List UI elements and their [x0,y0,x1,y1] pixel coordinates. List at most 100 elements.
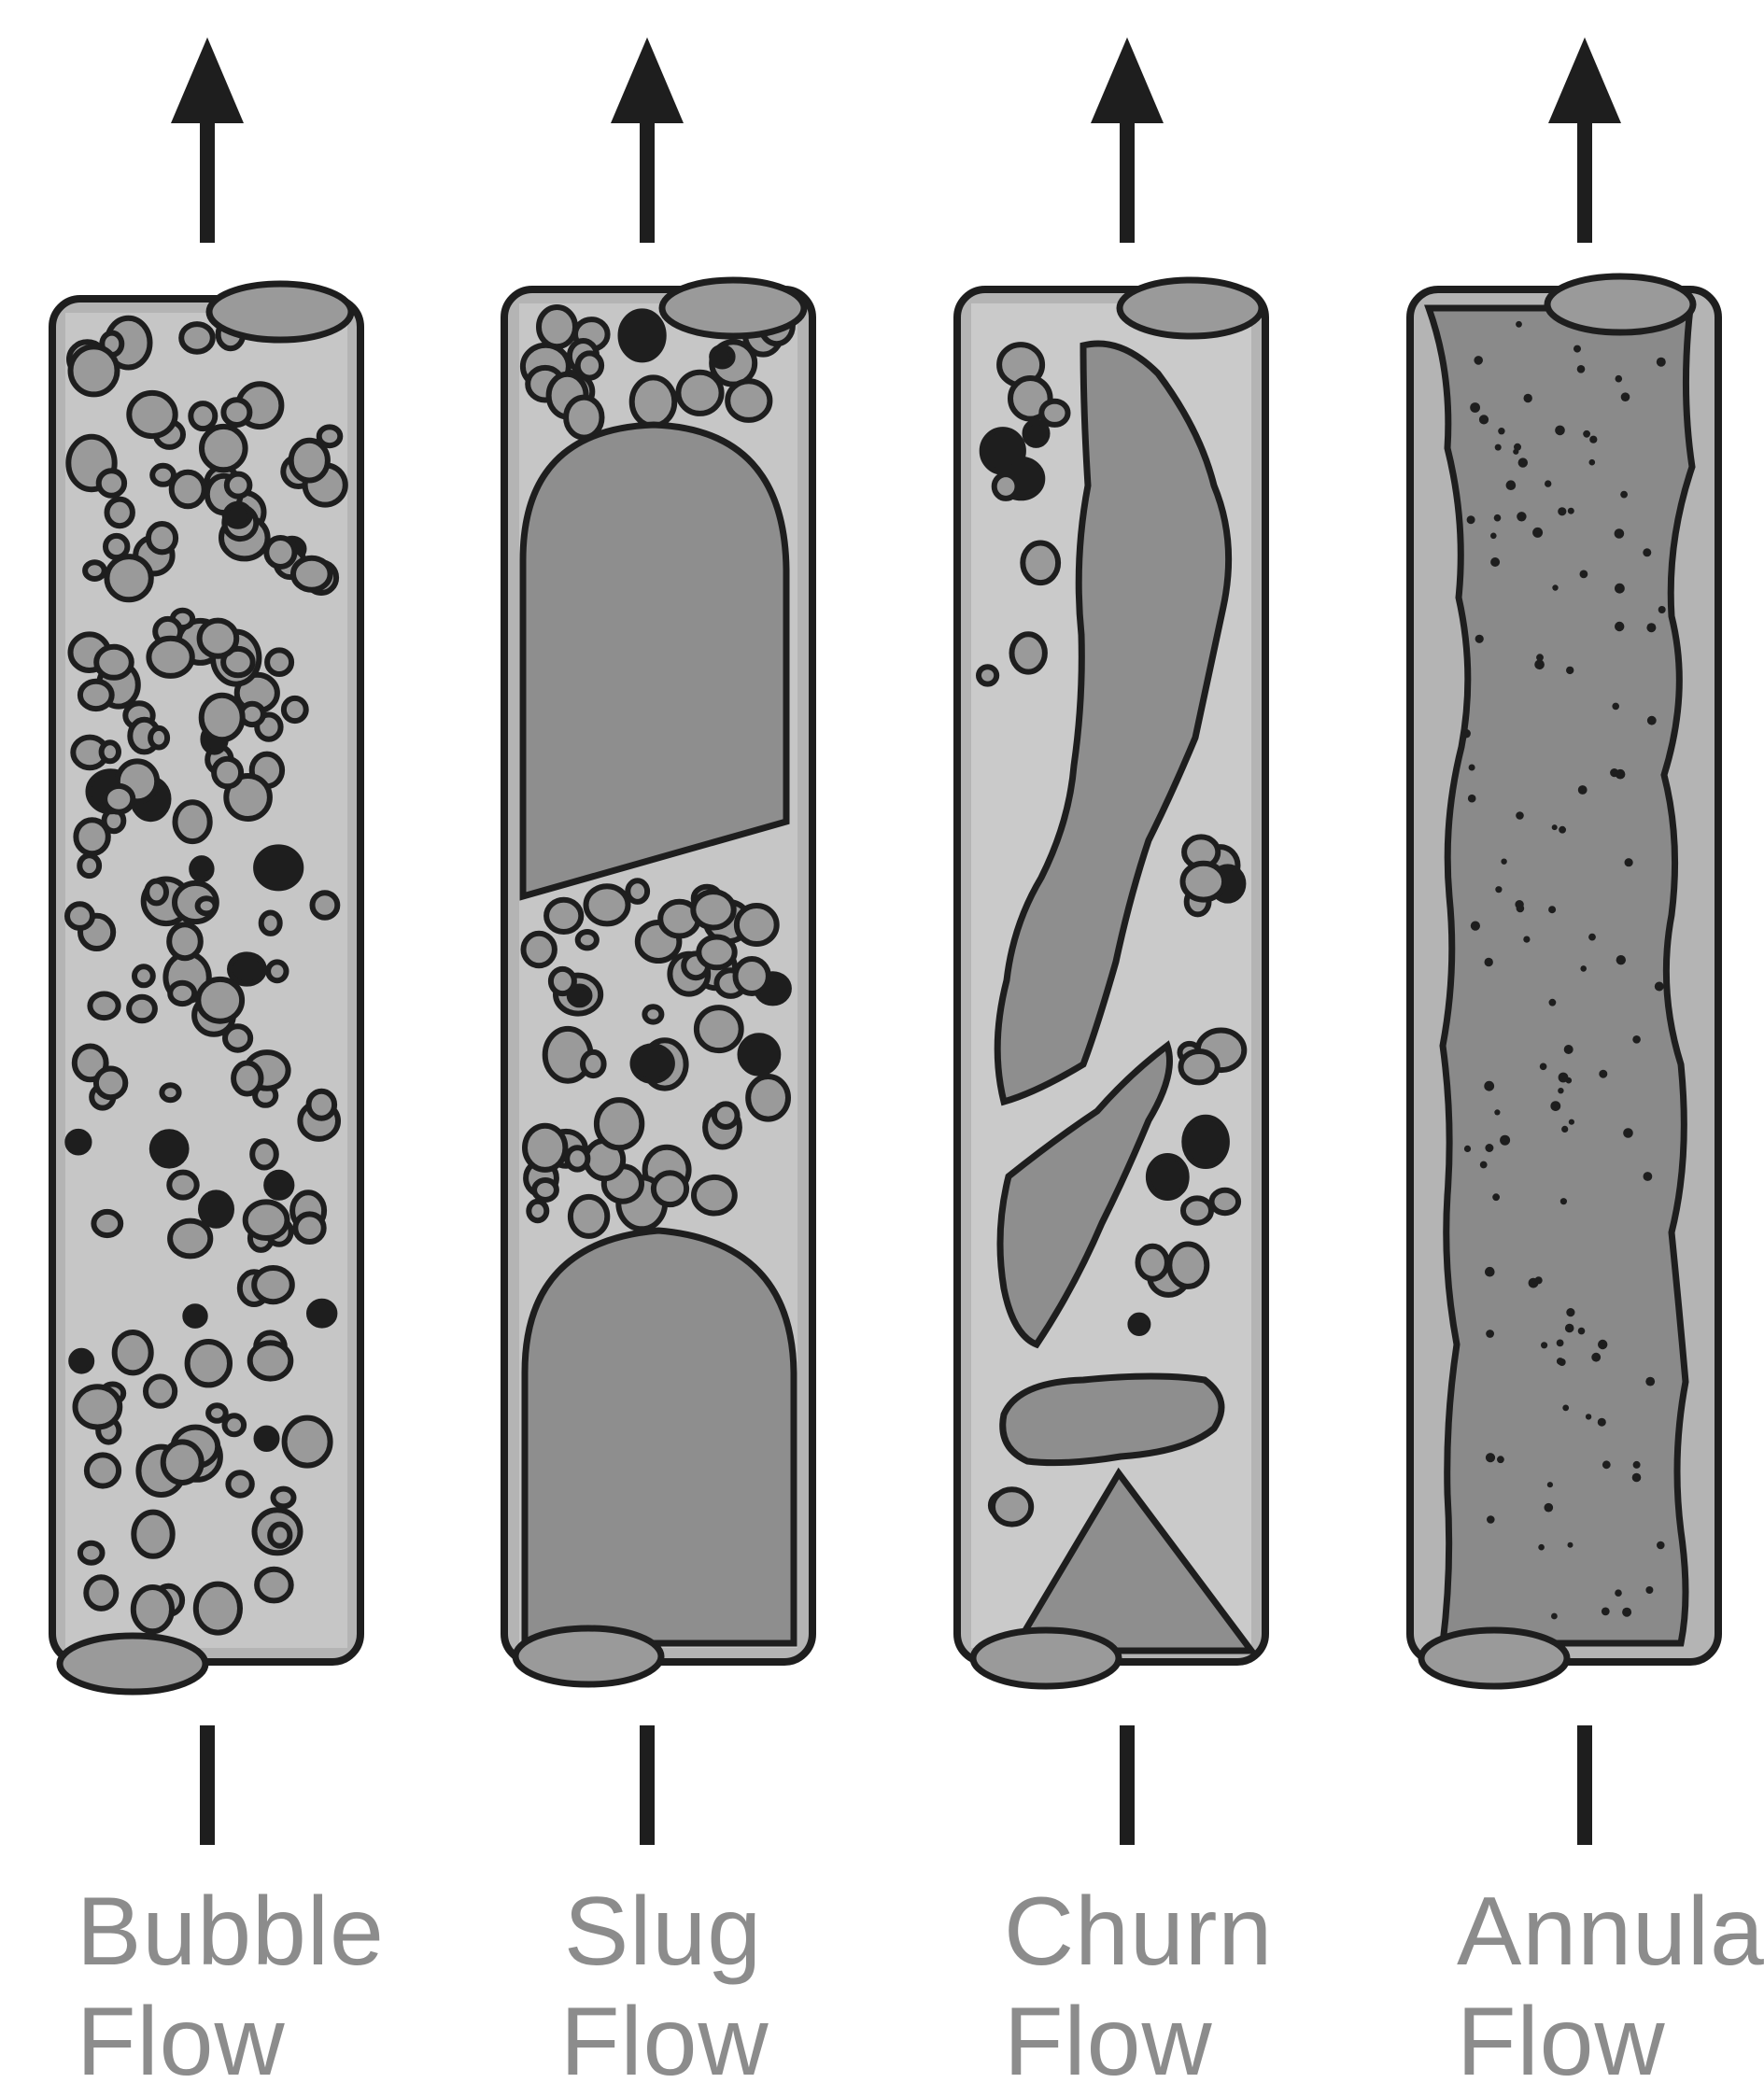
slug-flow-bubble [748,1077,788,1119]
bubble-flow-bubble [152,466,174,485]
bubble-flow-bubble [250,1343,291,1378]
annular-flow-droplet [1498,428,1504,434]
churn-flow-bubble [993,1489,1031,1524]
churn-flow-bubble [995,474,1018,499]
annular-flow-droplet [1568,508,1574,514]
bubble-flow-bubble [309,1091,335,1119]
annular-flow-droplet [1495,444,1502,451]
annular-flow-droplet [1633,1461,1641,1469]
bubble-flow-bubble [291,441,328,481]
annular-flow-inlet-line [1577,1725,1592,1845]
annular-flow-droplet [1615,528,1625,539]
slug-flow-taylor-bubble-lower [525,1231,794,1643]
annular-flow-droplet [1646,623,1656,632]
bubble-flow-bubble [202,696,243,739]
churn-flow-bubble [1212,1190,1239,1213]
annular-flow-droplet [1569,1119,1574,1125]
annular-flow-droplet [1545,480,1551,486]
annular-flow-droplet [1515,900,1523,908]
annular-flow-droplet [1583,430,1590,438]
bubble-flow-bubble [96,1069,125,1098]
bubble-flow-bubble [268,962,286,980]
bubble-flow-bubble [319,427,341,445]
churn-flow-bubble [1041,401,1067,425]
annular-flow-droplet [1514,443,1521,451]
bubble-flow-bubble [150,728,167,748]
annular-flow-droplet [1615,622,1624,631]
annular-flow-droplet [1589,459,1596,466]
bubble-flow-bubble [266,538,294,567]
bubble-flow-bubble [246,1202,288,1238]
bubble-flow-bubble [185,1306,205,1326]
annular-flow-droplet [1557,1358,1564,1365]
annular-flow-droplet [1516,811,1524,820]
annular-flow-arrow-icon [1548,37,1621,123]
bubble-flow-bubble [257,1569,291,1601]
bubble-flow-bubble [257,1428,277,1449]
slug-flow-bubble [697,1007,741,1050]
annular-flow-droplet [1461,729,1471,739]
slug-flow-bubble [633,1046,672,1080]
bubble-flow-bubble [107,500,133,527]
bubble-flow-bubble [79,855,99,876]
slug-flow-bubble [693,892,733,927]
bubble-flow-bubble [313,893,338,918]
annular-flow-droplet [1578,785,1588,795]
churn-flow-label: Churn Flow [1004,1877,1265,2097]
annular-flow-droplet [1532,528,1543,538]
bubble-flow-bubble [200,621,237,656]
slug-flow-top-opening [662,280,804,336]
annular-flow-droplet [1518,457,1528,467]
annular-flow-droplet [1599,1070,1607,1078]
annular-flow-droplet [1615,584,1625,594]
annular-flow-droplet [1534,660,1545,670]
annular-flow-droplet [1535,1276,1543,1284]
churn-flow-label-line2: Flow [1004,1987,1265,2097]
bubble-flow-bubble [191,403,215,429]
churn-flow-pipe [957,37,1265,1845]
annular-flow-droplet [1657,1541,1665,1550]
annular-flow-droplet [1467,515,1475,524]
slug-flow-bubble [628,880,647,902]
annular-flow-droplet [1621,392,1630,401]
annular-flow-droplet [1480,1161,1488,1169]
bubble-flow-bubble [223,400,249,425]
annular-flow-droplet [1565,1324,1574,1333]
annular-flow-droplet [1612,703,1619,711]
bubble-flow-bubble [252,1141,276,1167]
annular-flow-droplet [1566,667,1573,674]
annular-flow-droplet [1602,1608,1610,1616]
bubble-flow-bubble [176,802,210,841]
annular-flow-droplet [1644,1172,1653,1181]
annular-flow-droplet [1487,1515,1495,1524]
bubble-flow-bubble [86,1577,116,1609]
bubble-flow-bubble [274,1489,294,1507]
annular-flow-droplet [1625,858,1633,866]
slug-flow-label-line1: Slug [560,1877,766,1987]
slug-flow-bubble [654,1173,686,1204]
annular-flow-droplet [1485,1144,1493,1152]
bubble-flow-bubble [129,997,155,1021]
annular-flow-droplet [1501,859,1506,865]
annular-flow-droplet [1560,1198,1567,1204]
bubble-flow-pipe [52,37,360,1845]
annular-flow-droplet [1622,1608,1631,1617]
bubble-flow-bubble [226,504,250,527]
annular-flow-droplet [1490,557,1500,567]
bubble-flow-bubble [71,346,118,394]
bubble-flow-bubble [261,913,280,934]
annular-flow-droplet [1516,321,1522,328]
bubble-flow-bubble [162,1085,178,1100]
annular-flow-droplet [1545,1503,1554,1513]
churn-flow-arrow-icon [1091,37,1164,123]
annular-flow-droplet [1559,826,1566,834]
annular-flow-droplet [1475,635,1484,643]
slug-flow-bubble [578,353,601,377]
annular-flow-droplet [1586,1414,1591,1419]
bubble-flow-bubble [188,1342,230,1385]
bubble-flow-bubble [148,639,191,676]
bubble-flow-bubble [80,682,112,709]
slug-flow-bubble [727,381,769,420]
bubble-flow-bottom-opening [60,1636,205,1692]
churn-flow-bubble [1138,1246,1167,1279]
